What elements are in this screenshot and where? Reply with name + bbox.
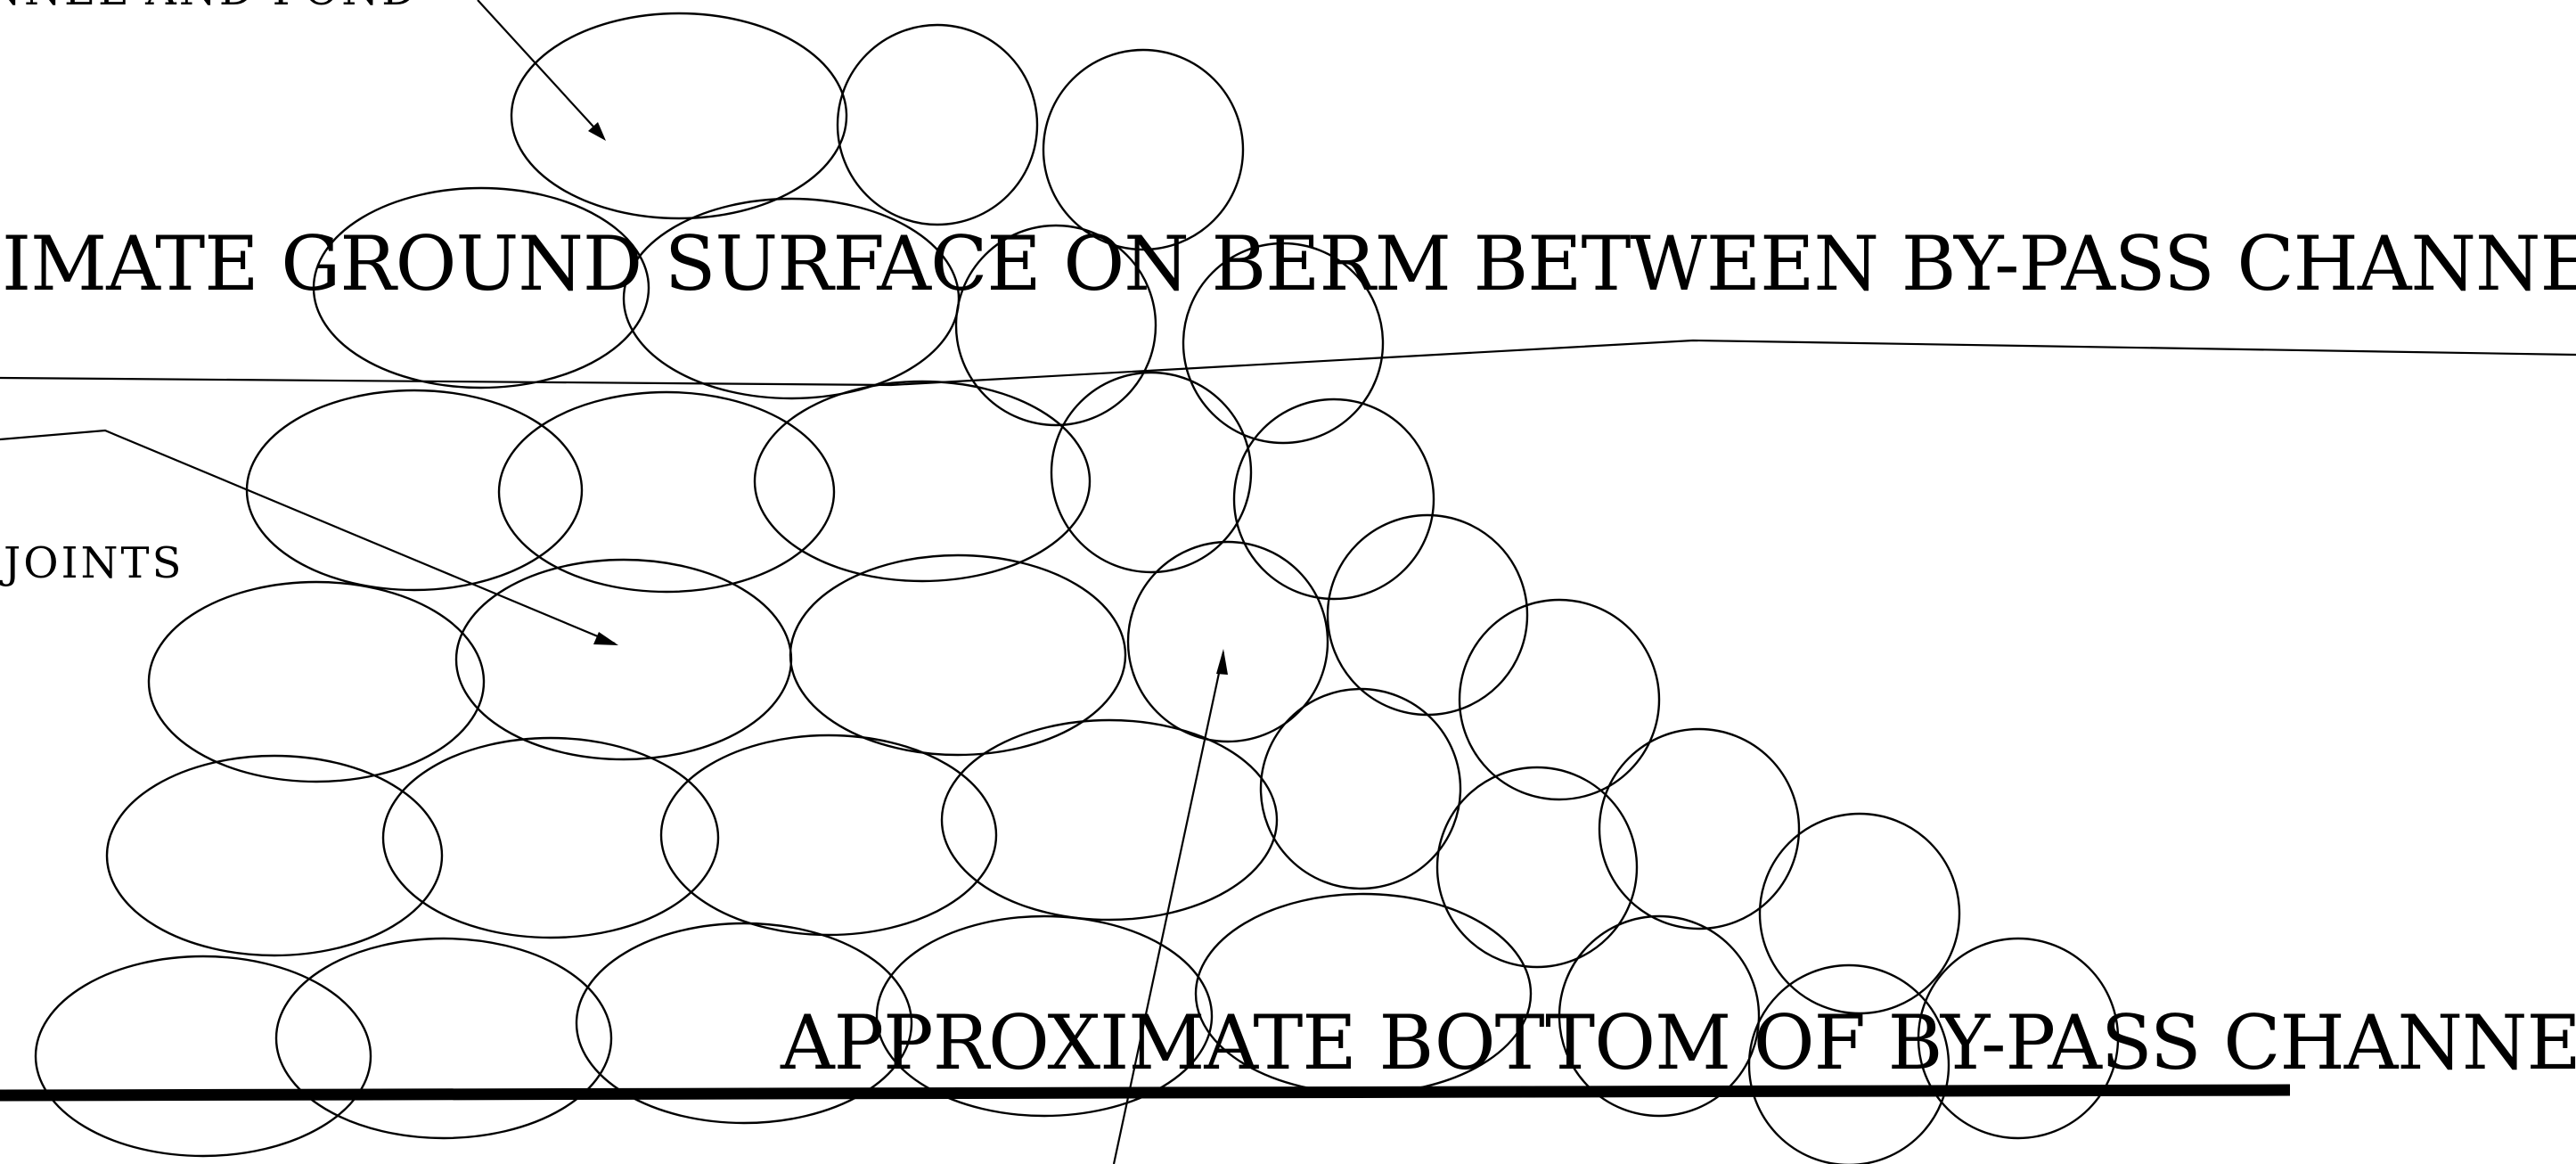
slope-line-arrowhead (1216, 649, 1228, 675)
riprap-circle (1558, 914, 1761, 1118)
riprap-circle (1326, 513, 1529, 717)
label-berm-ground-surface: IMATE GROUND SURFACE ON BERM BETWEEN BY-… (2, 220, 2576, 307)
riprap-circle (1758, 812, 1961, 1015)
pond-leader-arrowhead (588, 122, 606, 141)
label-channel-bottom: APPROXIMATE BOTTOM OF BY-PASS CHANNEL (780, 999, 2576, 1086)
riprap-circle (1435, 766, 1639, 969)
riprap-circle (1259, 687, 1462, 890)
plain-ellipse (875, 914, 1214, 1118)
soil-ellipse (312, 186, 650, 389)
joints-leader-arrowhead (593, 632, 618, 645)
ground-surface-line (0, 339, 2576, 387)
soil-ellipse (575, 922, 913, 1125)
riprap-circle (1182, 242, 1385, 445)
label-pond: NNEL AND POND (0, 0, 419, 15)
joints-leader-line (0, 429, 616, 645)
label-joints: JOINTS (0, 538, 184, 588)
soil-ellipse-minus (753, 380, 1092, 583)
riprap-circle (1458, 598, 1661, 801)
soil-ellipses-plus (34, 12, 1279, 1158)
slope-line (1112, 652, 1225, 1164)
riprap-circle (1917, 937, 2120, 1140)
riprap-circle (1050, 371, 1253, 574)
riprap-circle (1042, 48, 1245, 251)
soil-ellipse (940, 718, 1279, 922)
riprap-circle (1598, 727, 1801, 930)
riprap-circle (1126, 540, 1329, 743)
soil-ellipse (105, 754, 444, 957)
riprap-circle (954, 224, 1157, 427)
soil-ellipse (497, 390, 836, 594)
labels: NNEL AND POND IMATE GROUND SURFACE ON BE… (0, 0, 2576, 1086)
riprap-circle (1232, 398, 1435, 601)
riprap-circles (836, 23, 2120, 1164)
soil-ellipse (147, 580, 486, 783)
soil-ellipse (274, 937, 613, 1140)
soil-ellipse (789, 553, 1127, 757)
riprap-circle (1747, 963, 1950, 1164)
soil-ellipses-minus (753, 380, 1092, 583)
soil-ellipse (381, 736, 720, 939)
pond-leader-line (477, 0, 603, 137)
soil-ellipse (659, 734, 998, 937)
riprap-circle (836, 23, 1039, 226)
channel-bottom-line (0, 1084, 2291, 1102)
soil-ellipse (454, 558, 793, 761)
soil-ellipse (510, 12, 848, 220)
soil-ellipse (34, 955, 372, 1158)
